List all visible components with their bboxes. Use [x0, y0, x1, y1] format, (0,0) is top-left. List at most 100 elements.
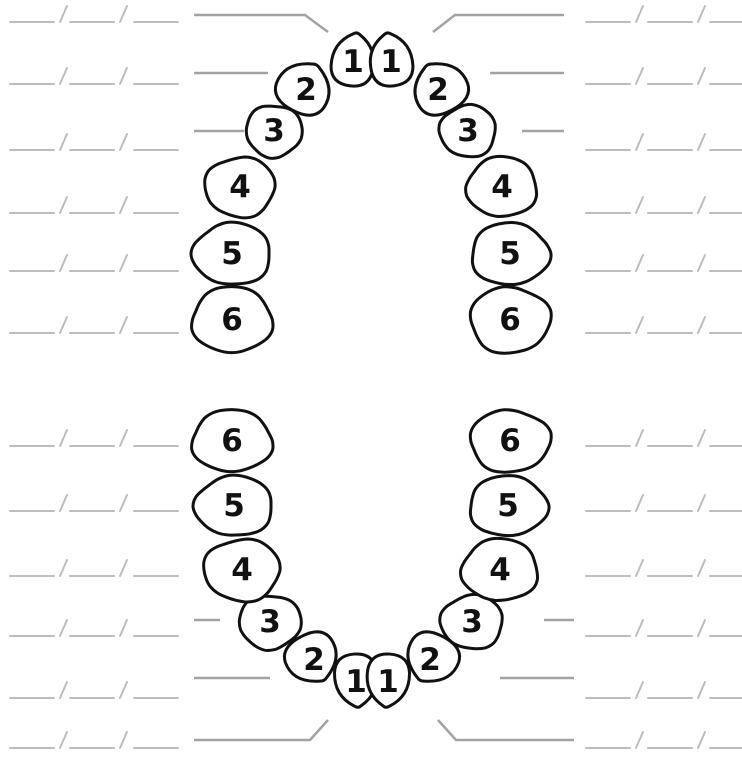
upper_arch-tooth-left-5: 5: [472, 223, 551, 285]
tooth-number: 5: [497, 488, 519, 524]
date-field-left-11: [10, 682, 178, 698]
date-field-left-3: [10, 134, 178, 150]
leader-line-11: [194, 720, 328, 740]
date-slash: [636, 682, 643, 698]
tooth-number: 6: [499, 423, 521, 459]
date-slash: [636, 197, 643, 213]
date-field-left-1: [10, 6, 178, 22]
date-slash: [60, 495, 67, 511]
tooth-number: 3: [457, 113, 479, 149]
tooth-number: 6: [499, 302, 521, 338]
date-slash: [120, 68, 127, 84]
tooth-number: 3: [461, 604, 483, 640]
date-slash: [698, 620, 705, 636]
date-slash: [120, 560, 127, 576]
date-field-right-6: [586, 317, 742, 333]
upper_arch-tooth-left-6: 6: [470, 287, 551, 353]
date-slash: [120, 620, 127, 636]
date-slash: [120, 134, 127, 150]
lower_arch-tooth-left-6: 6: [470, 410, 551, 472]
date-field-right-5: [586, 255, 742, 271]
date-slash: [636, 134, 643, 150]
date-slash: [698, 134, 705, 150]
date-slash: [698, 197, 705, 213]
lower_arch-tooth-right-5: 5: [193, 475, 271, 535]
tooth-number: 1: [345, 664, 367, 700]
date-slash: [636, 560, 643, 576]
date-slash: [60, 197, 67, 213]
upper_arch-tooth-right-5: 5: [191, 222, 269, 284]
date-slash: [636, 68, 643, 84]
date-field-left-10: [10, 620, 178, 636]
date-slash: [120, 495, 127, 511]
date-slash: [698, 682, 705, 698]
date-slash: [120, 732, 127, 748]
date-slash: [60, 6, 67, 22]
tooth-number: 4: [491, 169, 513, 205]
upper_arch-tooth-left-1: 1: [366, 30, 415, 89]
date-field-left-5: [10, 255, 178, 271]
upper_arch-tooth-right-4: 4: [205, 157, 275, 218]
date-slash: [60, 682, 67, 698]
date-field-right-4: [586, 197, 742, 213]
date-field-right-2: [586, 68, 742, 84]
tooth-number: 4: [229, 169, 251, 205]
date-slash: [120, 317, 127, 333]
date-slash: [120, 682, 127, 698]
date-field-right-7: [586, 430, 742, 446]
tooth-number: 3: [263, 113, 285, 149]
date-field-left-7: [10, 430, 178, 446]
date-slash: [60, 732, 67, 748]
tooth-number: 2: [295, 72, 317, 108]
tooth-number: 4: [489, 552, 511, 588]
tooth-number: 3: [259, 604, 281, 640]
tooth-number: 4: [231, 552, 253, 588]
date-slash: [60, 620, 67, 636]
date-slash: [120, 255, 127, 271]
date-slash: [60, 134, 67, 150]
date-slash: [120, 430, 127, 446]
tooth-number: 1: [377, 664, 399, 700]
date-field-right-9: [586, 560, 742, 576]
date-field-right-1: [586, 6, 742, 22]
date-field-left-12: [10, 732, 178, 748]
date-slash: [60, 317, 67, 333]
date-slash: [636, 430, 643, 446]
date-slash: [636, 732, 643, 748]
date-slash: [60, 255, 67, 271]
date-slash: [636, 255, 643, 271]
date-slash: [636, 620, 643, 636]
upper_arch-tooth-right-6: 6: [192, 287, 274, 353]
tooth-number: 6: [221, 423, 243, 459]
upper_arch-tooth-right-3: 3: [246, 106, 302, 158]
date-slash: [60, 560, 67, 576]
tooth-number: 5: [499, 236, 521, 272]
date-field-right-8: [586, 495, 742, 511]
date-field-left-6: [10, 317, 178, 333]
lower_arch-tooth-left-1: 1: [365, 653, 411, 709]
upper_arch-tooth-left-4: 4: [466, 156, 537, 216]
date-slash: [698, 560, 705, 576]
date-slash: [698, 6, 705, 22]
tooth-number: 2: [419, 642, 441, 678]
date-slash: [636, 495, 643, 511]
date-slash: [120, 6, 127, 22]
tooth-number: 1: [342, 44, 364, 80]
leader-line-2: [433, 15, 564, 32]
date-fields: [10, 6, 742, 748]
date-slash: [698, 255, 705, 271]
date-field-right-10: [586, 620, 742, 636]
tooth-number: 2: [427, 72, 449, 108]
date-field-left-8: [10, 495, 178, 511]
lower_arch-tooth-right-6: 6: [192, 410, 274, 472]
lower_arch-tooth-left-4: 4: [461, 538, 538, 600]
date-field-right-12: [586, 732, 742, 748]
date-slash: [698, 68, 705, 84]
date-slash: [60, 430, 67, 446]
date-slash: [698, 732, 705, 748]
date-slash: [698, 495, 705, 511]
date-slash: [636, 6, 643, 22]
